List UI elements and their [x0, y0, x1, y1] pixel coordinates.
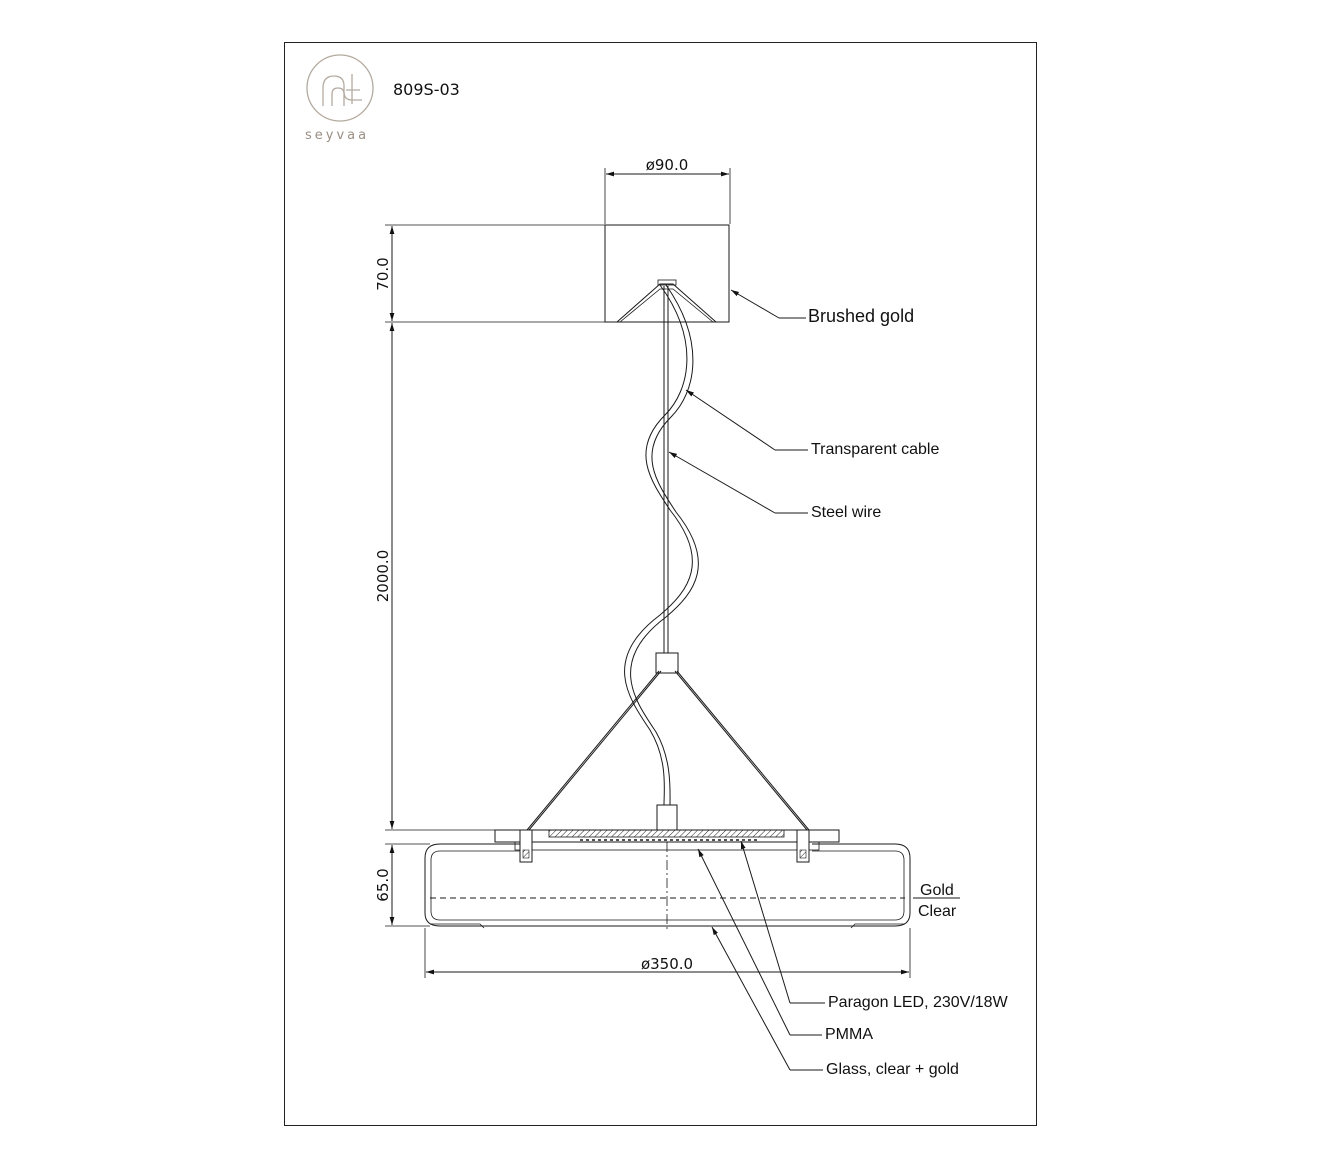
shade-height-label: 65.0 — [374, 868, 392, 901]
callout-gold-clear: Gold Clear — [913, 882, 960, 920]
callout-pmma: PMMA — [697, 848, 873, 1043]
callout-paragon-led: Paragon LED, 230V/18W — [740, 840, 1009, 1011]
seyvaa-logo: seyvaa — [305, 54, 374, 143]
dim-shade-height: 65.0 — [374, 843, 430, 927]
suspension-wires — [526, 670, 810, 831]
clear-label: Clear — [918, 903, 957, 920]
dim-canopy-diameter: ø90.0 — [604, 156, 731, 224]
hanger-block — [655, 652, 679, 674]
dim-shade-diameter: ø350.0 — [424, 928, 911, 978]
canopy — [604, 224, 730, 323]
brand-name: seyvaa — [305, 128, 369, 143]
callout-brushed-gold: Brushed gold — [730, 289, 914, 326]
shade-diameter-label: ø350.0 — [641, 955, 693, 973]
canopy-height-label: 70.0 — [374, 257, 392, 290]
dim-canopy-height: 70.0 — [374, 224, 605, 323]
callout-transparent-cable: Transparent cable — [685, 389, 939, 458]
canopy-diameter-label: ø90.0 — [646, 156, 689, 174]
steel-wire-label: Steel wire — [811, 504, 881, 521]
suspension-length-label: 2000.0 — [374, 550, 392, 603]
lamp-body — [424, 829, 911, 930]
dim-suspension-length: 2000.0 — [374, 323, 495, 831]
transparent-cable — [624, 284, 699, 806]
model-number: 809S-03 — [393, 80, 460, 99]
gold-label: Gold — [920, 882, 954, 899]
callout-glass: Glass, clear + gold — [711, 926, 959, 1078]
callout-steel-wire: Steel wire — [668, 451, 881, 521]
brushed-gold-label: Brushed gold — [808, 306, 914, 326]
paragon-led-label: Paragon LED, 230V/18W — [828, 994, 1009, 1011]
glass-label: Glass, clear + gold — [826, 1061, 959, 1078]
transparent-cable-label: Transparent cable — [811, 441, 939, 458]
pmma-label: PMMA — [825, 1026, 873, 1043]
steel-wire — [663, 286, 669, 655]
drawing-frame — [284, 42, 1037, 1126]
